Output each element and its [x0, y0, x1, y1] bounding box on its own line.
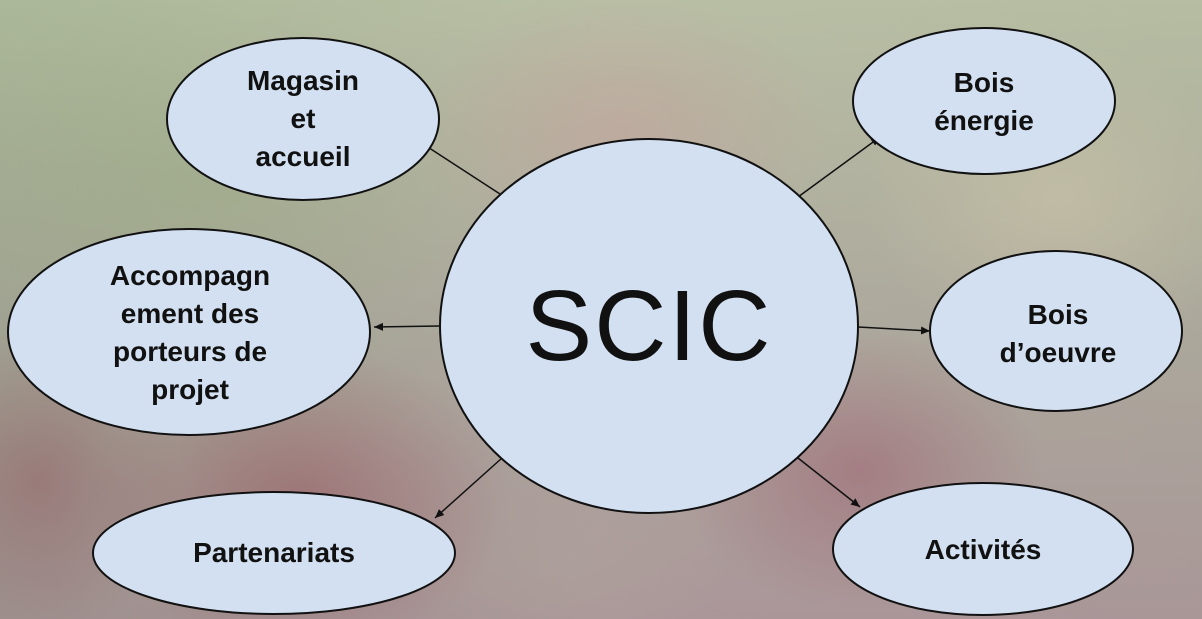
edge-scic-accompagnement [373, 322, 441, 331]
node-activites-label: Activités [924, 534, 1042, 566]
edge-scic-activites [797, 457, 861, 508]
node-partenariats-label: Partenariats [193, 537, 355, 569]
node-bois-energie-shape [852, 27, 1116, 175]
node-magasin-label: Magasin et accueil [246, 65, 360, 172]
node-bois-oeuvre-label: Bois d’oeuvre [999, 299, 1117, 368]
node-magasin-shape [166, 37, 440, 201]
node-activites-shape [832, 482, 1134, 616]
node-bois-oeuvre-shape [929, 250, 1183, 412]
node-accompagnement-shape [7, 228, 371, 436]
node-scic-shape [439, 138, 859, 514]
node-partenariats-shape [92, 491, 456, 615]
center-node-label: SCIC [525, 269, 773, 382]
edge-scic-partenariats [434, 457, 503, 519]
edge-scic-bois-oeuvre [857, 326, 931, 335]
node-bois-energie-label: Bois énergie [934, 67, 1034, 136]
edge-scic-magasin [419, 141, 501, 195]
node-accompagnement-label: Accompagn ement des porteurs de projet [109, 260, 271, 405]
edge-scic-bois-energie [797, 136, 881, 198]
